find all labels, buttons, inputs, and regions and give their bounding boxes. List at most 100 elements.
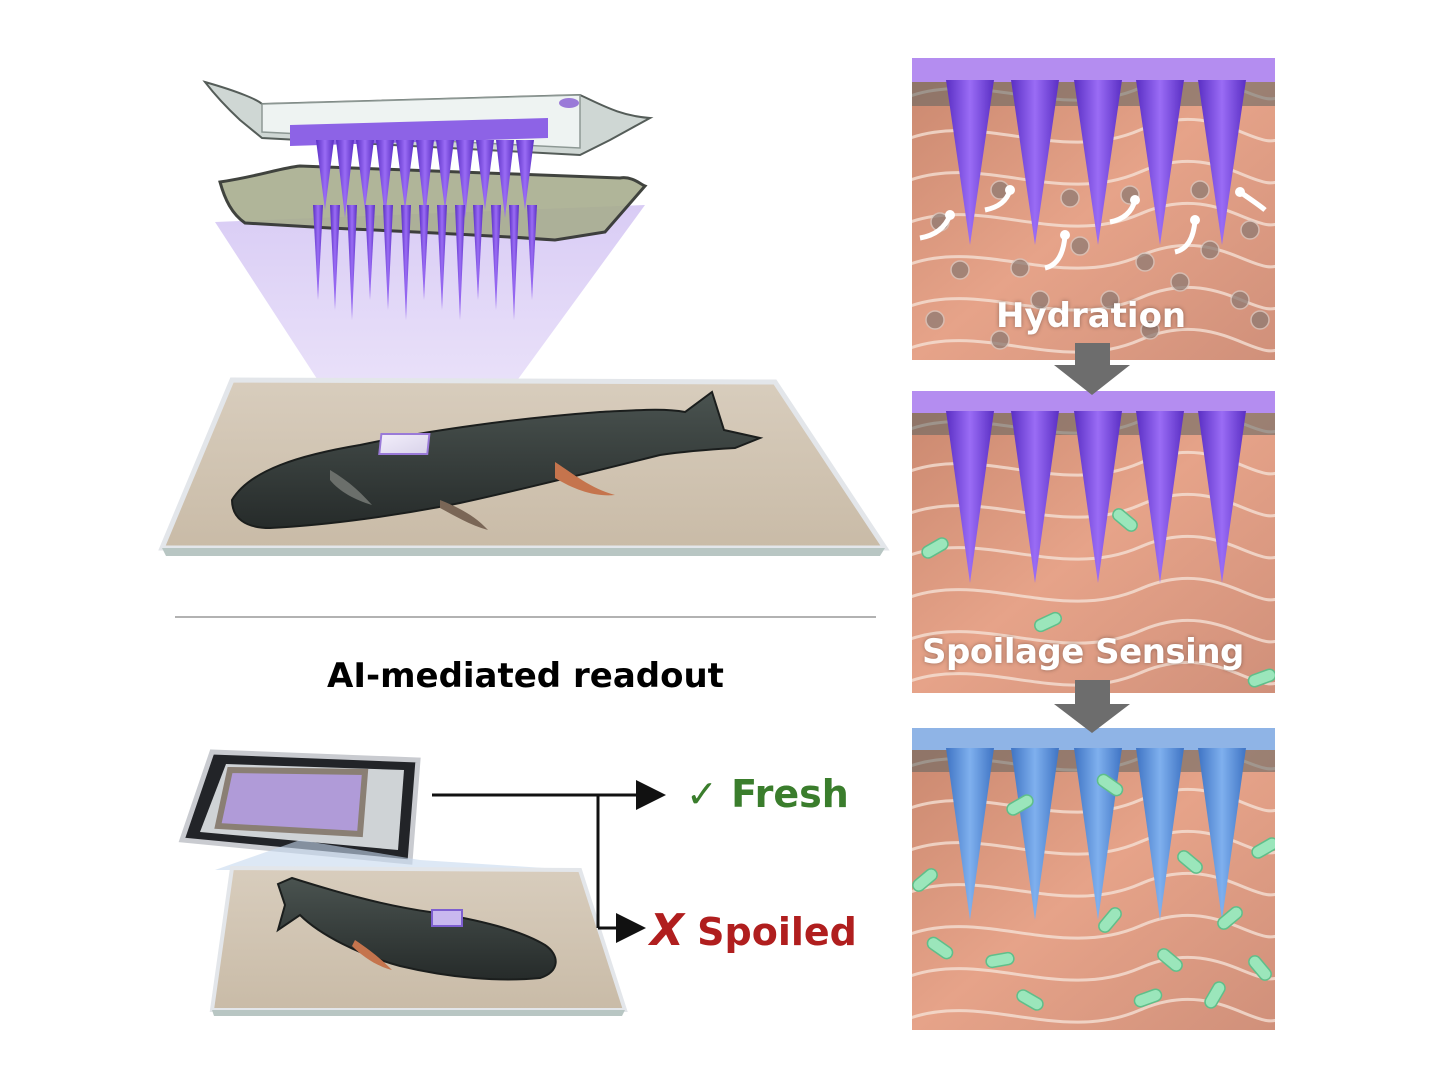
microneedle	[1198, 748, 1246, 920]
bacterium	[1217, 906, 1243, 930]
readout-arrows	[432, 780, 666, 943]
flow-arrow-head	[1060, 230, 1070, 240]
microneedle	[313, 205, 323, 300]
microneedle	[383, 205, 393, 310]
flow-arrow-head	[1130, 195, 1140, 205]
smartphone-readout	[178, 749, 575, 870]
microneedle	[1074, 411, 1122, 583]
microneedle	[1136, 748, 1184, 920]
microneedle	[336, 140, 354, 218]
packaged-fish-top	[158, 377, 890, 556]
microneedle	[347, 205, 357, 320]
microneedle	[946, 411, 994, 583]
readout-title: AI-mediated readout	[327, 656, 724, 696]
microneedle	[946, 748, 994, 920]
microneedle	[401, 205, 411, 320]
microneedle	[527, 205, 537, 300]
bacterium	[1251, 837, 1275, 859]
bacterium	[1157, 948, 1183, 972]
flow-arrow-head	[1235, 187, 1245, 197]
microneedle	[416, 140, 434, 218]
bacterium	[1016, 989, 1044, 1011]
microneedle	[437, 205, 447, 310]
microneedle	[946, 80, 994, 245]
microneedle	[1198, 80, 1246, 245]
water-droplet	[925, 310, 945, 330]
bacterium	[985, 951, 1015, 969]
needle-base-plate	[912, 391, 1275, 413]
bacterium	[1177, 850, 1203, 874]
bacterium	[1204, 981, 1226, 1009]
microneedle	[496, 140, 514, 218]
needle-base-plate	[290, 118, 548, 146]
microneedle	[1011, 411, 1059, 583]
packaged-fish-bottom	[209, 865, 628, 1016]
bacterium	[926, 936, 954, 960]
bacterium	[921, 537, 949, 559]
bacterium	[1006, 794, 1034, 816]
phone-screen-patch	[214, 766, 369, 838]
fat-line	[912, 285, 1275, 312]
water-droplet	[1100, 290, 1120, 310]
water-droplet	[1250, 310, 1270, 330]
microneedle	[1136, 411, 1184, 583]
process-arrow-2	[1054, 680, 1130, 733]
bacterium	[1133, 988, 1163, 1008]
water-droplet	[1070, 236, 1090, 256]
mounted-patch	[431, 909, 463, 927]
microneedle	[356, 140, 374, 210]
fresh-label: Fresh	[731, 772, 849, 816]
panel-hydration	[912, 58, 1275, 360]
panel-spoilage-sensing	[912, 391, 1275, 693]
panel-color-change	[912, 728, 1275, 1030]
microneedle	[436, 140, 454, 210]
microneedle	[1011, 80, 1059, 245]
microneedle	[419, 205, 429, 300]
spoilage-sensing-label: Spoilage Sensing	[922, 632, 1244, 672]
microneedle	[1136, 80, 1184, 245]
process-arrow-1	[1054, 343, 1130, 395]
bacterium	[1033, 611, 1063, 633]
fat-line	[912, 576, 1275, 603]
flow-arrow-head	[1190, 215, 1200, 225]
water-droplet	[1140, 320, 1160, 340]
water-droplet	[1060, 188, 1080, 208]
flow-arrow-head	[1005, 185, 1015, 195]
microneedle	[396, 140, 414, 210]
microneedle	[473, 205, 483, 300]
check-icon: ✓	[686, 772, 718, 816]
water-droplet	[1135, 252, 1155, 272]
bacterium	[1247, 668, 1275, 688]
fat-line	[912, 955, 1275, 982]
microneedle	[376, 140, 394, 218]
spoiled-label: Spoiled	[697, 910, 857, 954]
water-droplet	[1030, 290, 1050, 310]
needle-base-plate	[912, 58, 1275, 82]
water-droplet	[1240, 220, 1260, 240]
microneedle	[455, 205, 465, 320]
fat-line	[912, 618, 1275, 645]
bacterium	[1248, 955, 1272, 981]
microneedle	[1074, 80, 1122, 245]
microneedle	[1198, 411, 1246, 583]
mounted-patch	[378, 433, 431, 455]
microneedle	[330, 205, 340, 310]
x-icon: X	[650, 905, 684, 956]
water-droplet	[1200, 240, 1220, 260]
fat-line	[912, 913, 1275, 940]
water-droplet	[1170, 272, 1190, 292]
microneedle	[1011, 748, 1059, 920]
microneedle-array	[313, 140, 537, 320]
water-droplet	[1190, 180, 1210, 200]
microneedle	[316, 140, 334, 210]
bacterium	[912, 868, 938, 892]
fat-line	[912, 997, 1275, 1024]
microneedle	[476, 140, 494, 210]
fat-line	[912, 327, 1275, 354]
bacterium	[1096, 773, 1124, 797]
microneedle	[365, 205, 375, 300]
water-droplet	[1010, 258, 1030, 278]
microneedle	[456, 140, 474, 218]
microneedle	[491, 205, 501, 310]
